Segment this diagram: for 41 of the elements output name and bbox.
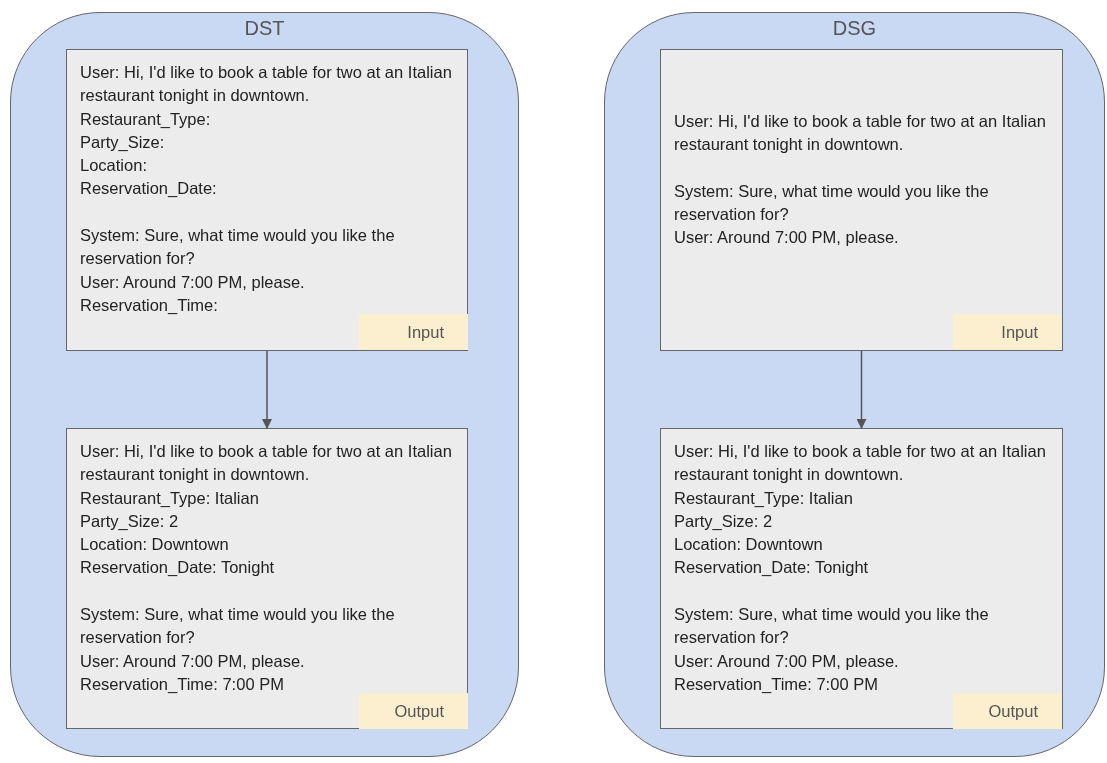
dialogue-text: Reservation_Date: Tonight <box>80 557 276 579</box>
text-box <box>660 428 1063 729</box>
tag-label: Output <box>953 693 1062 729</box>
arrow <box>856 350 867 429</box>
dialogue-text: User: Around 7:00 PM, please. <box>674 650 900 672</box>
group-panel <box>604 12 1105 757</box>
text-box <box>66 49 468 351</box>
dialogue-text: Party_Size: 2 <box>674 510 774 532</box>
dialogue-text: User: Hi, I'd like to book a table for two at an Italian restaurant tonight in downtown. <box>80 441 453 486</box>
panel-title: DSG <box>832 17 877 40</box>
dialogue-text: Restaurant_Type: Italian <box>674 487 854 509</box>
dialogue-text: System: Sure, what time would you like the reservation for? <box>674 180 990 226</box>
dialogue-text: Party_Size: <box>80 131 166 153</box>
dialogue-text: System: Sure, what time would you like the reservation for? <box>674 604 990 649</box>
arrow <box>262 350 272 429</box>
panel-title: DST <box>244 17 285 40</box>
dialogue-text: Location: Downtown <box>80 534 230 556</box>
dialogue-text: User: Around 7:00 PM, please. <box>674 227 900 249</box>
tag-label: Output <box>359 693 468 729</box>
dialogue-text: User: Hi, I'd like to book a table for two at an Italian restaurant tonight in downtown. <box>674 441 1047 486</box>
dialogue-text: User: Around 7:00 PM, please. <box>80 271 306 293</box>
group-panel <box>10 12 519 757</box>
dialogue-text: Reservation_Date: <box>80 178 218 200</box>
dialogue-text: Location: Downtown <box>674 534 824 556</box>
dialogue-text: Restaurant_Type: <box>80 108 212 130</box>
dialogue-text: Reservation_Time: 7:00 PM <box>80 673 285 695</box>
dialogue-text: Party_Size: 2 <box>80 510 180 532</box>
dialogue-text: Reservation_Date: Tonight <box>674 557 870 579</box>
text-box <box>660 49 1063 351</box>
dialogue-text: Location: <box>80 155 148 177</box>
tag-label: Input <box>953 314 1062 350</box>
dialogue-text: Reservation_Time: 7:00 PM <box>674 673 879 695</box>
dialogue-text: User: Hi, I'd like to book a table for two at an Italian restaurant tonight in downtown. <box>674 111 1047 156</box>
dialogue-text: Restaurant_Type: Italian <box>80 487 260 509</box>
dialogue-text: System: Sure, what time would you like the reservation for? <box>80 225 396 270</box>
tag-label: Input <box>359 314 468 350</box>
text-box <box>66 428 468 729</box>
dialogue-text: User: Around 7:00 PM, please. <box>80 650 306 672</box>
dialogue-text: System: Sure, what time would you like the reservation for? <box>80 604 396 649</box>
dialogue-text: Reservation_Time: <box>80 294 219 316</box>
dialogue-text: User: Hi, I'd like to book a table for two at an Italian restaurant tonight in downtown. <box>80 62 453 107</box>
